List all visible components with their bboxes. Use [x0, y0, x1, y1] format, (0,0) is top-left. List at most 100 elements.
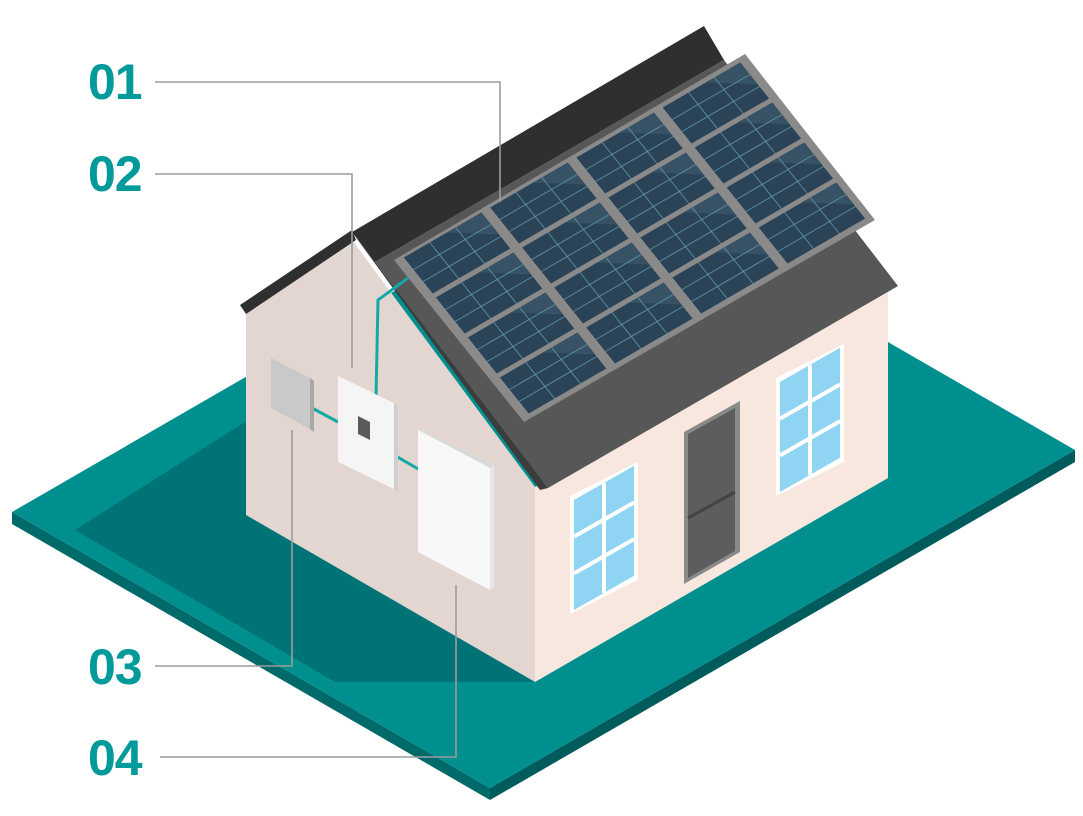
panel-sheen [597, 242, 650, 265]
roof-ridge [352, 26, 724, 262]
panel-cell-line [665, 222, 696, 259]
battery-cable [393, 453, 421, 472]
panel-cell-line [519, 307, 549, 344]
panel-cell-line [720, 132, 750, 169]
panel-cell-line [688, 92, 718, 129]
panel-cell-line [487, 267, 517, 304]
panel-sheen [447, 212, 500, 235]
leader-line-02 [155, 173, 353, 368]
callout-label-02: 02 [88, 146, 142, 202]
panel-sheen [619, 112, 672, 135]
door-rail [687, 490, 736, 520]
roof-eave-left [240, 230, 356, 314]
panel-cell-line [595, 294, 674, 340]
panel-sheen [769, 142, 822, 165]
panel-cell-line [810, 197, 840, 234]
panel-sheen [511, 292, 564, 315]
panel-sheen [565, 202, 618, 225]
callout-label-04: 04 [88, 730, 143, 786]
panel-sheen [651, 152, 704, 175]
panel-cell-line [422, 236, 501, 282]
leader-lines [155, 81, 501, 758]
panel-cell-line [691, 207, 722, 244]
panel-cell-line [531, 214, 610, 260]
panel-cell-line [713, 126, 792, 172]
ground-shadow [75, 420, 535, 682]
panel-cell-line [691, 256, 770, 302]
panel-sheen [715, 232, 768, 255]
panel-cell-line [413, 224, 492, 270]
meter-box-side [310, 378, 314, 432]
panel-cell-line [486, 316, 565, 362]
meter-box [271, 358, 310, 429]
panel-cell-line [499, 174, 578, 220]
panel-cell-line [627, 127, 658, 164]
panel-cell-line [445, 264, 524, 310]
panel-cell-line [659, 167, 690, 204]
solar-panels [394, 54, 875, 422]
window-right-transom [779, 419, 841, 458]
panel-cell-line [627, 176, 706, 222]
panel-cell-line [563, 254, 642, 300]
dc-cable [374, 276, 409, 399]
battery [418, 430, 490, 590]
panel-cell-line [778, 157, 808, 194]
panel-cell-line [601, 142, 632, 179]
panel-cell-line [573, 217, 604, 254]
panel-cell-line [723, 247, 754, 284]
gable-equipment [271, 276, 494, 590]
panel-cell-line [736, 154, 815, 200]
battery-side [418, 428, 494, 468]
window-right-transom [779, 382, 841, 421]
panel-cell-line [595, 136, 674, 182]
inverter-display [358, 416, 370, 440]
ground-side-right [490, 450, 1075, 800]
panel-cell-line [509, 186, 588, 232]
panel-cell-line [611, 312, 642, 349]
panel-cell-line [461, 282, 491, 319]
panel-cell-line [768, 194, 847, 240]
panel-sheen [737, 102, 790, 125]
leader-line-04 [160, 585, 457, 758]
meter-cable [311, 406, 339, 424]
panel-sheen [801, 182, 854, 205]
panel-cell-line [429, 242, 459, 279]
panel-cell-line [515, 192, 546, 229]
leader-line-01 [155, 81, 501, 202]
leader-line-03 [155, 430, 293, 667]
panel-cell-line [525, 362, 555, 399]
panel-cell-line [579, 272, 610, 309]
panel-cell-line [551, 347, 581, 384]
panel-cell-line [518, 356, 597, 402]
panel-cell-line [704, 114, 783, 160]
window-left-transom [573, 500, 635, 539]
panel-sheen [683, 192, 736, 215]
panel-cell-line [659, 216, 738, 262]
panel-cell-line [697, 262, 728, 299]
panel-cell-line [672, 74, 751, 120]
panel-cell-line [784, 212, 814, 249]
ground-side-left [12, 512, 490, 800]
panel-cell-line [633, 182, 664, 219]
inverter-side [394, 403, 398, 492]
panel-cell-line [573, 266, 652, 312]
panel-cell-line [605, 257, 636, 294]
panel-cell-line [777, 206, 856, 252]
panel-cell-line [455, 227, 485, 264]
panel-cell-line [617, 164, 696, 210]
callout-label-03: 03 [88, 639, 142, 695]
panel-cell-line [541, 226, 620, 272]
panel-cell-line [649, 204, 728, 250]
panel-sheen [629, 282, 682, 305]
panel-cell-line [493, 322, 523, 359]
window-left-transom [573, 537, 635, 576]
panel-cell-line [547, 232, 578, 269]
front-openings [570, 343, 844, 614]
panel-cell-line [454, 276, 533, 322]
roof-edge [352, 232, 548, 490]
panel-cell-line [509, 344, 588, 390]
panel-cell-line [714, 77, 744, 114]
panel-cell-line [637, 297, 668, 334]
